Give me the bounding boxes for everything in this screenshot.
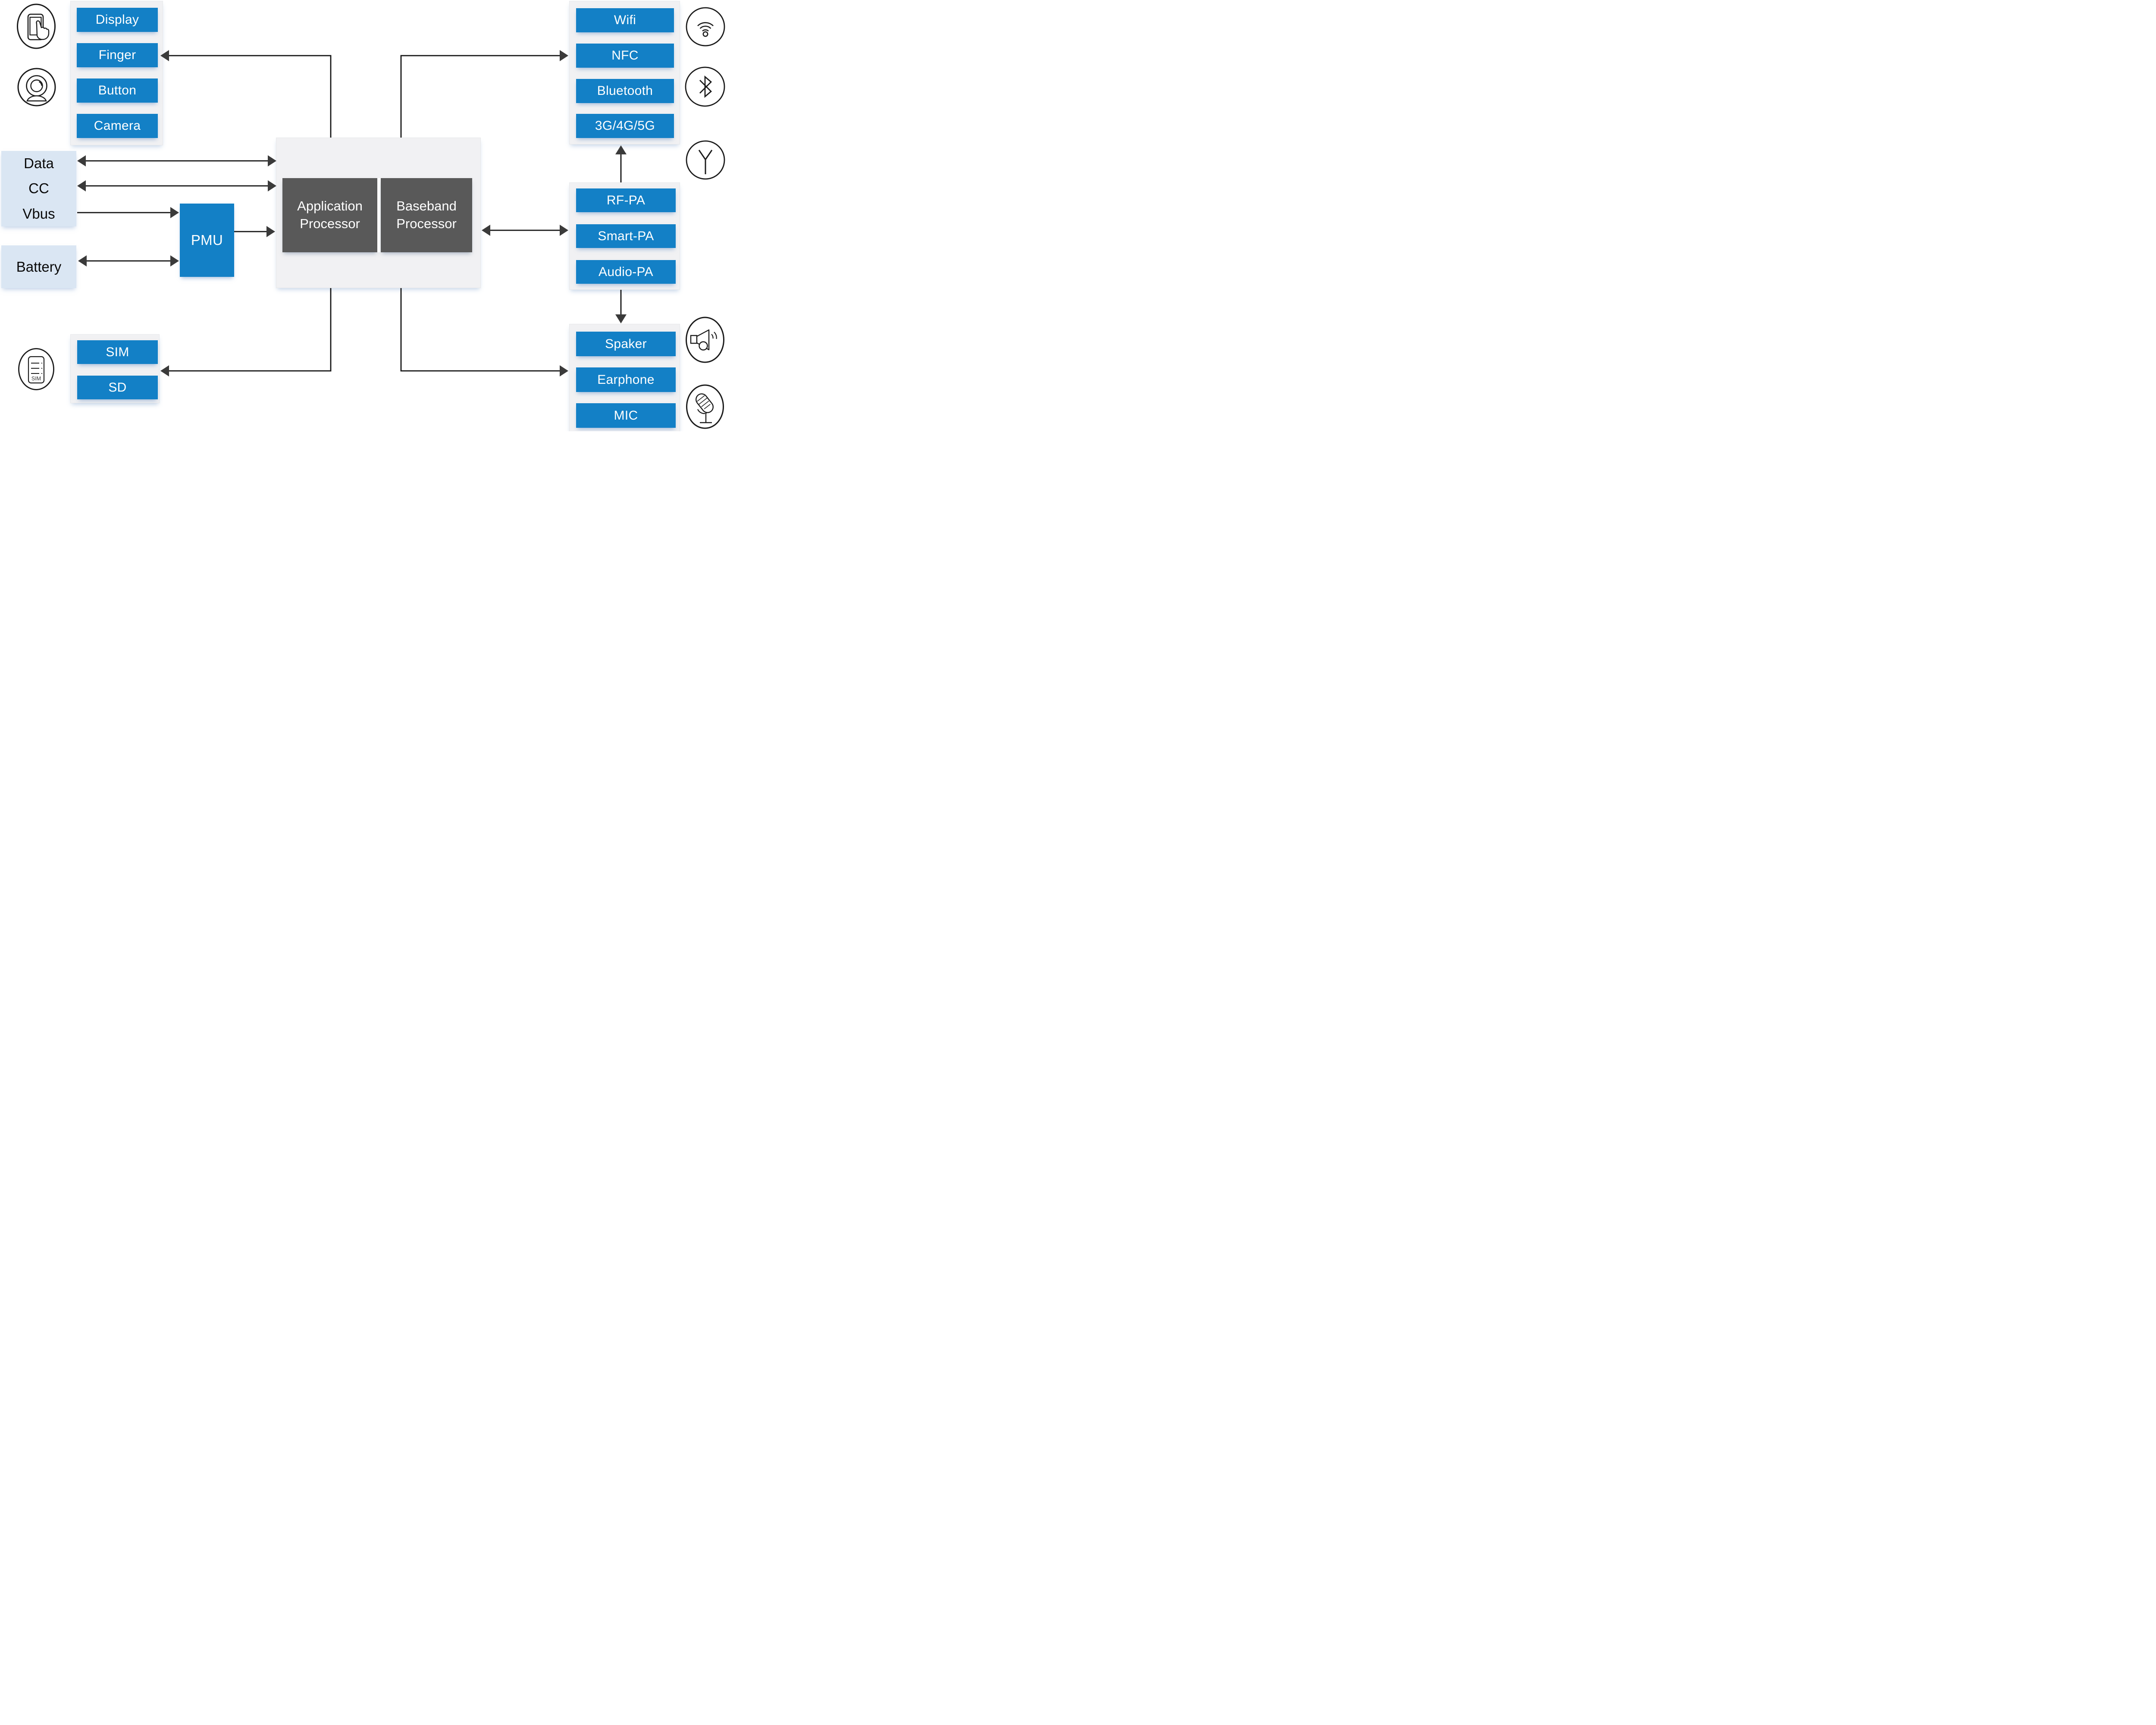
- connector-soc-to-finger-line: [169, 55, 332, 138]
- sim-icon-text: SIM: [31, 376, 41, 382]
- webcam-icon: [17, 67, 56, 107]
- node-display-label: Display: [95, 13, 139, 27]
- connector-battery-arrowhead-right: [170, 255, 179, 267]
- connector-soc-to-nfc-line: [400, 55, 560, 138]
- connector-soc-pa-arrowhead-left: [482, 225, 490, 236]
- node-wifi-label: Wifi: [614, 13, 636, 27]
- node-speaker: Spaker: [576, 332, 676, 356]
- node-rf-pa: RF-PA: [576, 188, 676, 212]
- pa-panel: RF-PA Smart-PA Audio-PA: [569, 182, 680, 290]
- node-mic: MIC: [576, 403, 676, 428]
- node-audio-pa-label: Audio-PA: [599, 264, 653, 279]
- node-audio-pa: Audio-PA: [576, 260, 676, 284]
- input-peripherals-panel: Display Finger Button Camera: [70, 1, 163, 145]
- connector-vbus-arrowhead: [170, 207, 179, 218]
- battery-label: Battery: [16, 258, 62, 275]
- application-processor-label: Application Processor: [297, 198, 363, 231]
- connector-soc-pa-arrowhead-right: [560, 225, 568, 236]
- node-application-processor: Application Processor: [282, 178, 377, 252]
- node-camera: Camera: [77, 114, 158, 138]
- battery-panel: Battery: [1, 245, 76, 288]
- node-bluetooth-label: Bluetooth: [597, 84, 653, 98]
- node-baseband-processor: Baseband Processor: [381, 178, 472, 252]
- wifi-icon: [685, 6, 726, 47]
- node-sd: SD: [77, 376, 158, 399]
- node-mic-label: MIC: [614, 408, 638, 423]
- microphone-icon: [686, 384, 724, 429]
- node-finger: Finger: [77, 43, 158, 67]
- node-smart-pa-label: Smart-PA: [598, 229, 654, 243]
- node-nfc: NFC: [576, 44, 674, 68]
- node-earphone-label: Earphone: [597, 372, 655, 387]
- node-display: Display: [77, 8, 158, 32]
- audio-devices-panel: Spaker Earphone MIC: [569, 324, 680, 431]
- connector-soc-to-storage-arrowhead: [160, 365, 169, 376]
- node-smart-pa: Smart-PA: [576, 224, 676, 248]
- baseband-processor-label: Baseband Processor: [396, 198, 457, 231]
- node-sim-label: SIM: [106, 345, 129, 359]
- connector-cc-arrowhead-left: [77, 180, 86, 191]
- node-pmu-label: PMU: [191, 232, 223, 248]
- node-cellular-label: 3G/4G/5G: [595, 119, 655, 133]
- antenna-icon: [685, 140, 726, 180]
- usb-signals-panel: Data CC Vbus: [1, 151, 76, 226]
- usb-data-label: Data: [24, 155, 54, 172]
- node-button: Button: [77, 78, 158, 103]
- node-finger-label: Finger: [98, 48, 136, 62]
- connector-battery-arrowhead-left: [78, 255, 87, 267]
- node-sd-label: SD: [108, 380, 127, 395]
- node-speaker-label: Spaker: [605, 336, 647, 351]
- smartphone-architecture-diagram: SIM: [0, 0, 726, 431]
- connector-pa-to-wireless-arrowhead: [615, 145, 627, 154]
- node-rf-pa-label: RF-PA: [606, 193, 646, 207]
- usb-vbus-label: Vbus: [22, 205, 55, 222]
- connector-soc-to-audio-line: [400, 288, 560, 372]
- connector-soc-to-storage-line: [169, 288, 332, 372]
- node-pmu: PMU: [180, 204, 234, 277]
- soc-divider: [377, 178, 381, 252]
- usb-cc-label: CC: [28, 180, 49, 197]
- bluetooth-icon: [684, 66, 726, 108]
- wireless-panel: Wifi NFC Bluetooth 3G/4G/5G: [569, 1, 680, 144]
- touch-phone-icon: [16, 3, 56, 49]
- node-camera-label: Camera: [94, 119, 141, 133]
- connector-pa-to-audio-arrowhead: [615, 314, 627, 323]
- node-nfc-label: NFC: [611, 48, 639, 63]
- node-bluetooth: Bluetooth: [576, 79, 674, 103]
- node-sim: SIM: [77, 340, 158, 364]
- connector-soc-to-audio-arrowhead: [560, 365, 568, 376]
- connector-soc-to-nfc-arrowhead: [560, 50, 568, 61]
- connector-data-arrowhead-right: [268, 155, 276, 166]
- connector-cc-arrowhead-right: [268, 180, 276, 191]
- connector-data-arrowhead-left: [77, 155, 86, 166]
- speaker-icon: [685, 317, 725, 363]
- node-wifi: Wifi: [576, 8, 674, 32]
- connector-pmu-soc-arrowhead: [266, 226, 275, 237]
- node-earphone: Earphone: [576, 367, 676, 392]
- soc-container: Application Processor Baseband Processor: [276, 138, 481, 288]
- node-cellular: 3G/4G/5G: [576, 114, 674, 138]
- node-button-label: Button: [98, 83, 137, 97]
- sim-card-icon: SIM: [18, 348, 55, 391]
- storage-panel: SIM SD: [70, 334, 160, 403]
